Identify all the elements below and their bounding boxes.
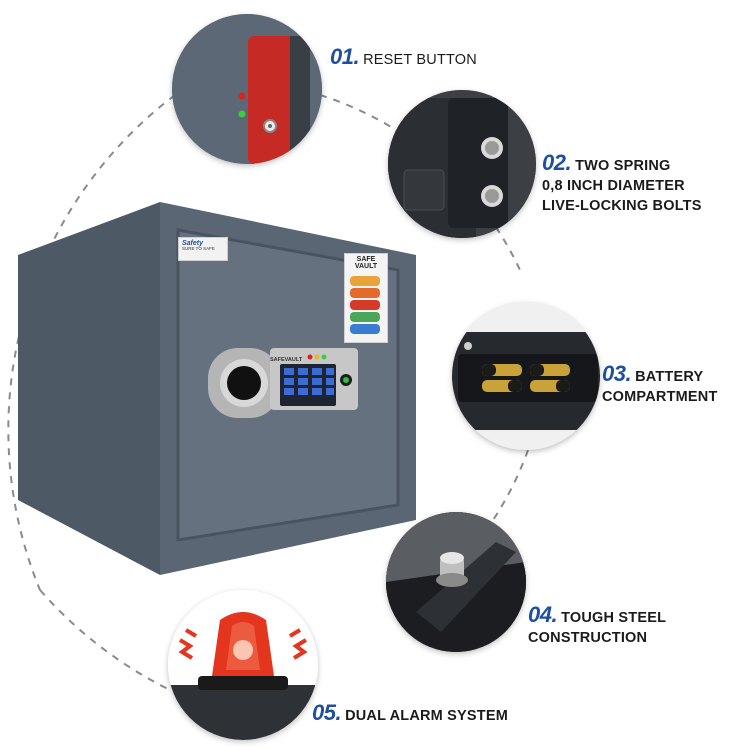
feature-text: 0,8 INCH DIAMETER — [542, 178, 685, 195]
feature-text: DUAL ALARM SYSTEM — [345, 708, 508, 724]
battery-icon — [452, 302, 600, 450]
feature-number: 04. — [528, 602, 558, 627]
safety-label-sub: SURE TO SAFE — [182, 246, 215, 251]
feature-caption-steel: 04.TOUGH STEEL CONSTRUCTION — [528, 602, 666, 648]
battery-compartment-detail — [452, 302, 600, 450]
feature-number: 03. — [602, 361, 632, 386]
locking-bolts-detail — [388, 90, 536, 238]
feature-number: 05. — [312, 700, 342, 725]
feature-number: 01. — [330, 44, 360, 69]
safevault-color-chart — [350, 276, 380, 334]
feature-text: RESET BUTTON — [363, 52, 477, 68]
feature-caption-reset: 01.RESET BUTTON — [330, 44, 477, 70]
reset-button-icon — [172, 14, 322, 164]
steel-construction-icon — [386, 512, 526, 652]
feature-caption-battery: 03.BATTERY COMPARTMENT — [602, 361, 718, 407]
steel-construction-detail — [386, 512, 526, 652]
feature-number: 02. — [542, 150, 572, 175]
safety-label-text: Safety — [182, 240, 204, 247]
feature-text: CONSTRUCTION — [528, 630, 648, 647]
keypad-brand: SAFEVAULT — [270, 357, 303, 363]
safevault-label: SAFE VAULT — [344, 253, 388, 343]
feature-caption-alarm: 05.DUAL ALARM SYSTEM — [312, 700, 508, 726]
feature-text: TOUGH STEEL — [561, 610, 667, 626]
locking-bolts-icon — [388, 90, 536, 238]
feature-text: COMPARTMENT — [602, 389, 718, 406]
feature-text: BATTERY — [635, 369, 704, 385]
feature-caption-bolts: 02.TWO SPRING 0,8 INCH DIAMETER LIVE-LOC… — [542, 150, 702, 215]
reset-button-detail — [172, 14, 322, 164]
alarm-siren-icon — [168, 590, 318, 740]
feature-text: TWO SPRING — [575, 158, 671, 174]
safevault-label-text: SAFE VAULT — [354, 256, 378, 270]
safety-label: Safety SURE TO SAFE — [178, 237, 228, 261]
alarm-system-detail — [168, 590, 318, 740]
feature-text: LIVE-LOCKING BOLTS — [542, 197, 702, 214]
